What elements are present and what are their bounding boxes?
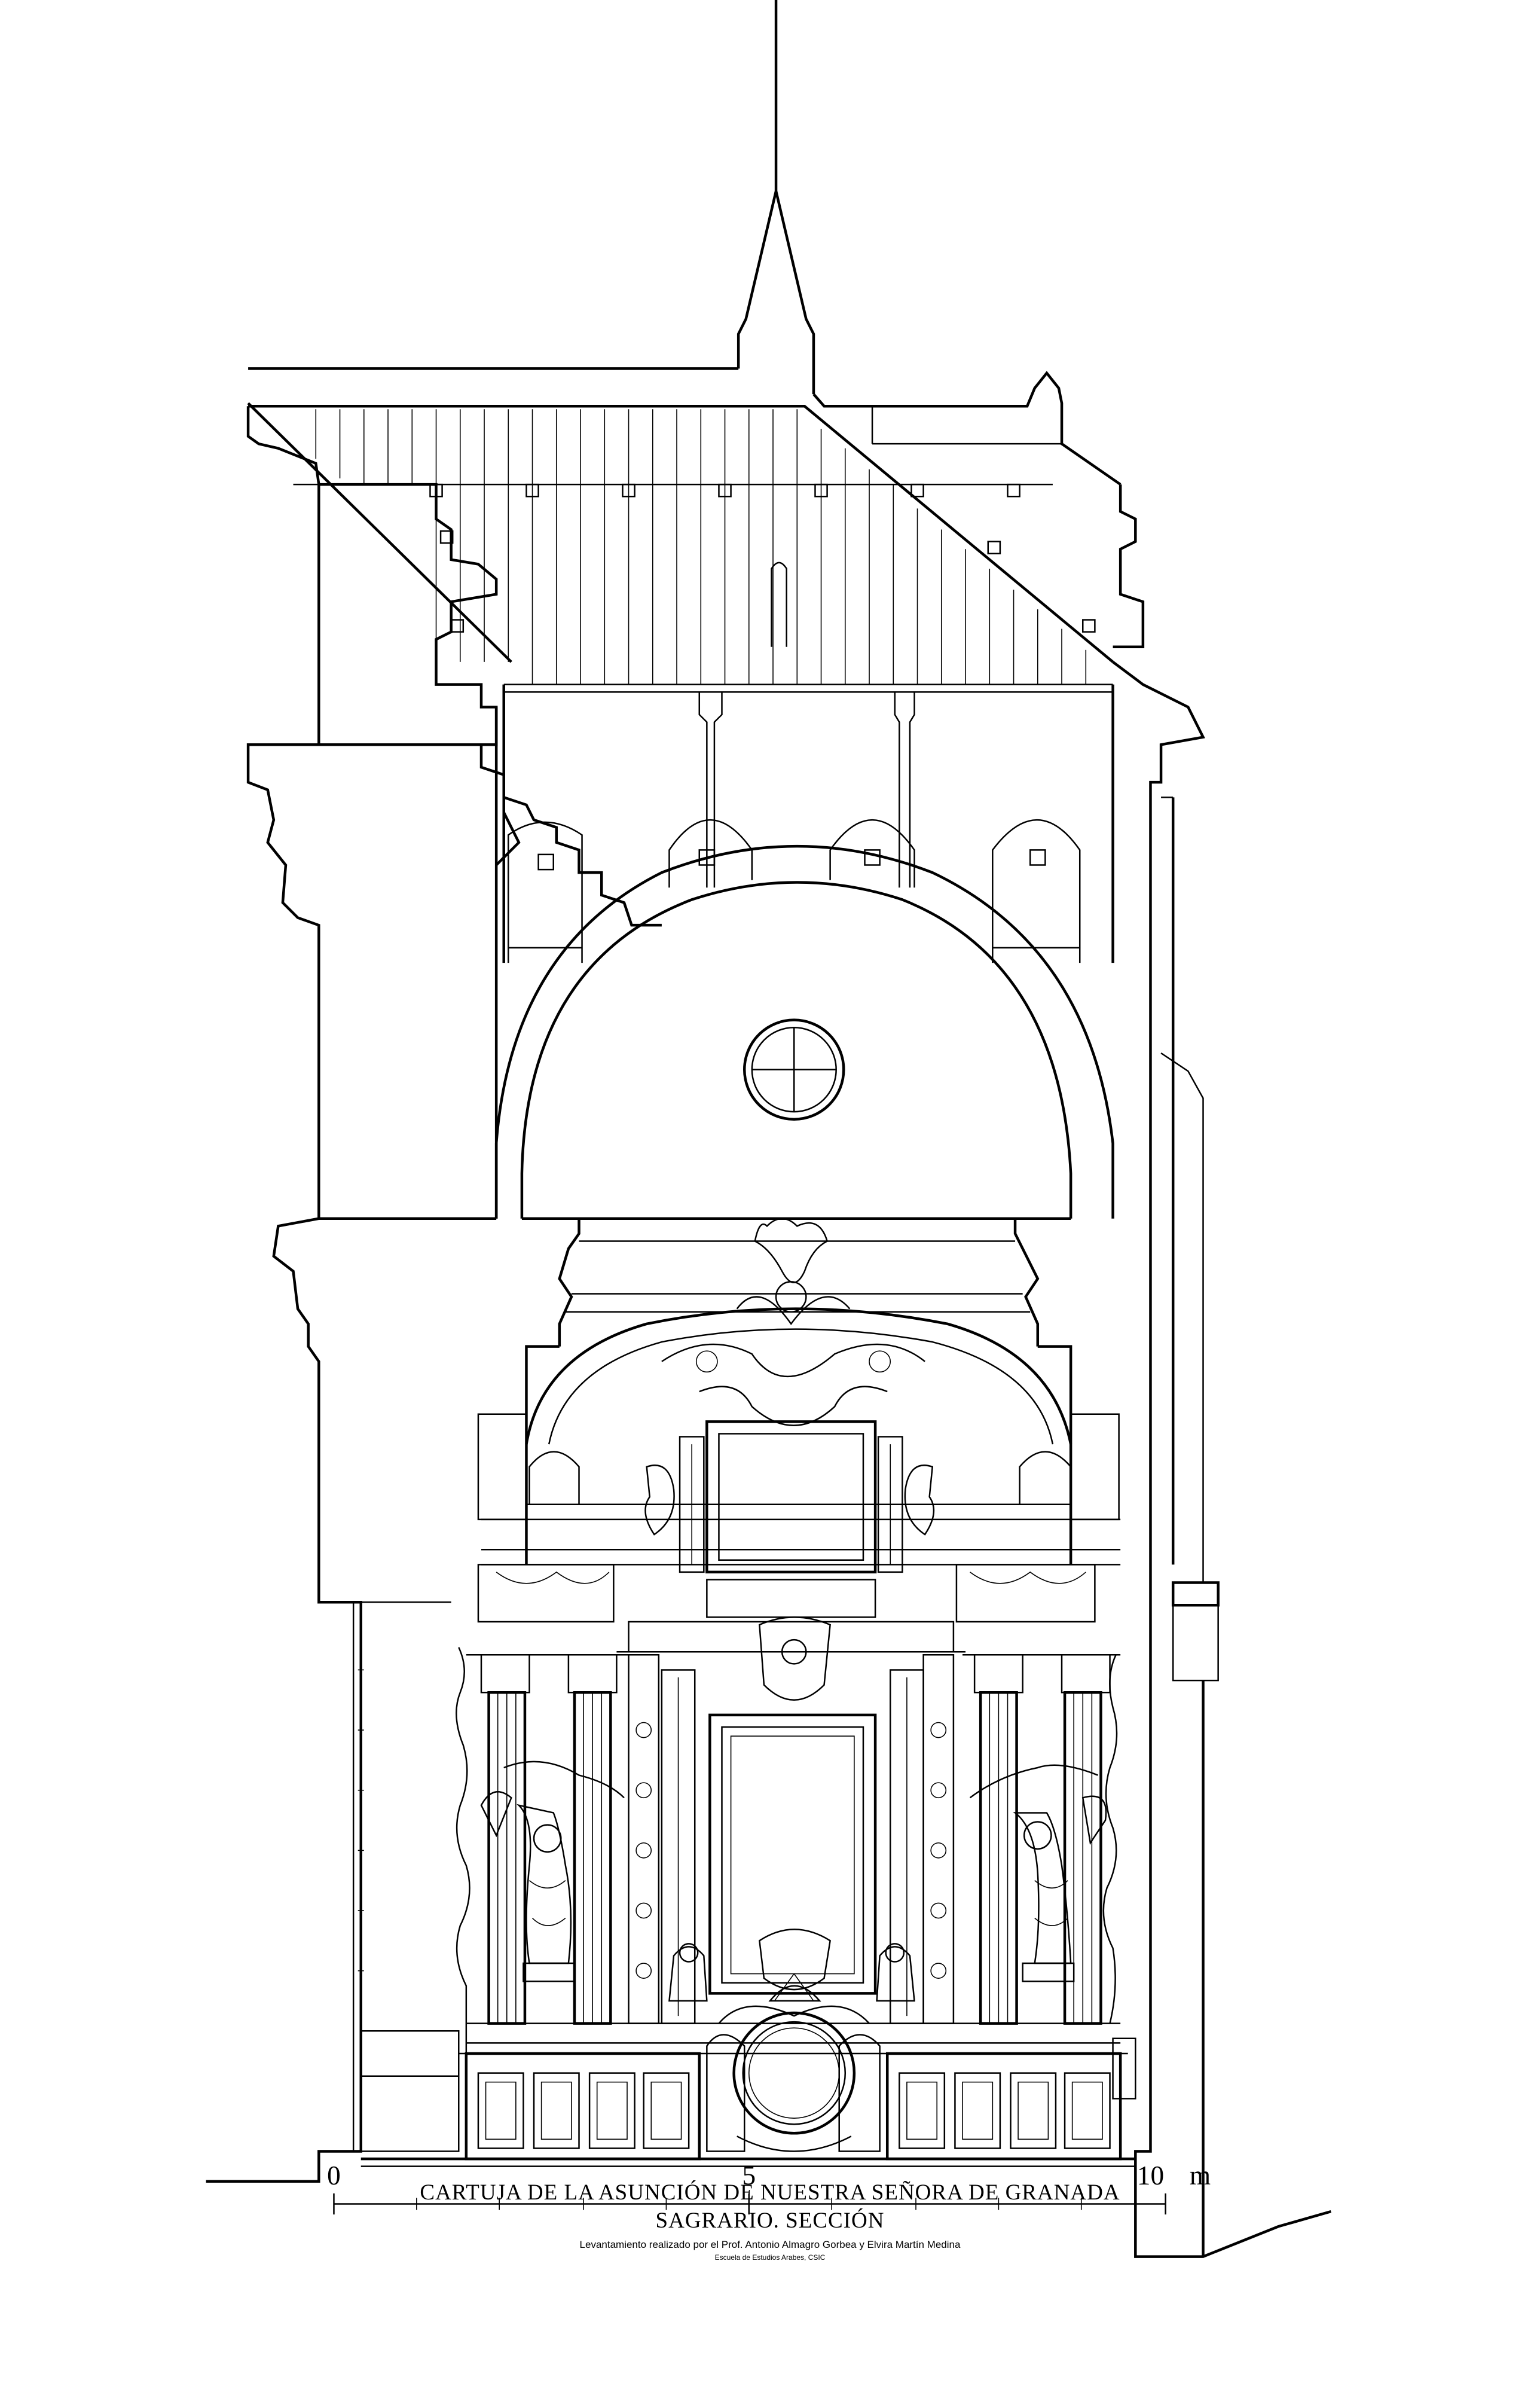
drawing-title: CARTUJA DE LA ASUNCIÓN DE NUESTRA SEÑORA… [420, 2180, 1120, 2205]
tabernacle [707, 1929, 879, 2151]
pedestal [361, 2054, 1136, 2167]
scale-unit: m [1190, 2161, 1211, 2190]
roof-tiles-hatching [316, 409, 1086, 684]
crest-ornament [662, 1219, 925, 1426]
statue-left [481, 1762, 624, 1981]
scale-label-5: 5 [742, 2161, 756, 2190]
columns [489, 1692, 1101, 2023]
cornice [526, 1219, 1071, 1565]
scale-label-0: 0 [327, 2161, 341, 2190]
altarpiece [361, 1219, 1136, 2167]
roof-structure [248, 368, 1120, 684]
scale-bar: 0 5 10 m [327, 2161, 1211, 2214]
upper-drum [504, 685, 1113, 963]
drawing-credit: Levantamiento realizado por el Prof. Ant… [579, 2239, 961, 2250]
pilaster-ornaments [636, 1723, 946, 1979]
spire [738, 0, 814, 394]
rafter-beams [430, 484, 1095, 632]
drawing-institution: Escuela de Estudios Arabes, CSIC [714, 2253, 826, 2262]
statue-right [970, 1765, 1106, 1981]
dome [496, 846, 1113, 1219]
drawing-subtitle: SAGRARIO. SECCIÓN [655, 2208, 885, 2233]
right-wall-section [1113, 484, 1331, 2257]
scale-label-10: 10 [1137, 2161, 1164, 2190]
